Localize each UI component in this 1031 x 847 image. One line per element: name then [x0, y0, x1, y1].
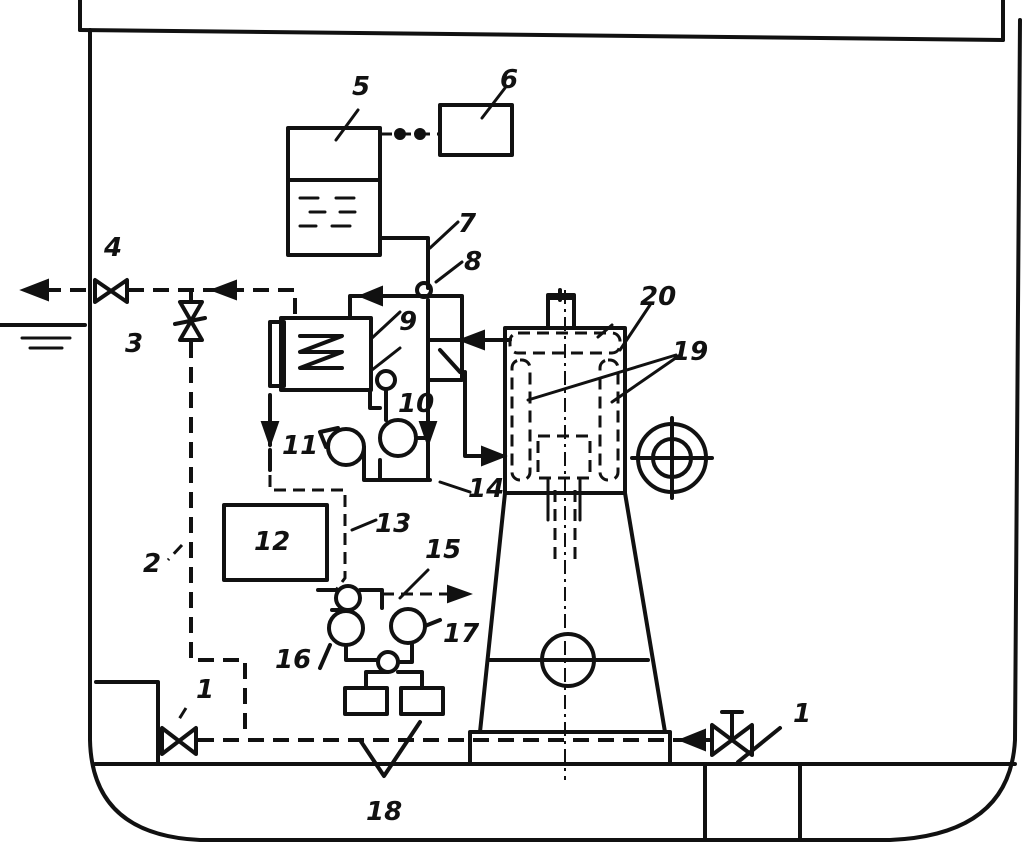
discharge-line [128, 279, 297, 318]
unit-6 [380, 86, 514, 157]
label-5: 5 [352, 72, 370, 102]
label-3: 3 [125, 329, 143, 359]
fresh-water-circuit [348, 260, 512, 494]
label-20: 20 [640, 282, 676, 312]
pump-10 [368, 369, 430, 458]
label-9: 9 [399, 307, 417, 337]
labels: 5 6 4 3 7 8 9 10 11 12 13 14 15 16 17 18… [103, 65, 811, 827]
sea-chest-left [94, 680, 198, 766]
label-6: 6 [500, 65, 518, 95]
label-11: 11 [282, 431, 318, 461]
label-7: 7 [458, 209, 477, 239]
overboard-outlet [19, 278, 129, 304]
pump-group [316, 568, 473, 778]
unit-12 [222, 475, 347, 591]
label-2: 2 [143, 549, 161, 579]
bypass-line-2 [166, 342, 247, 738]
label-13: 13 [375, 509, 411, 539]
label-16: 16 [275, 645, 311, 675]
label-1-left: 1 [196, 675, 214, 705]
label-15: 15 [425, 535, 461, 565]
line-13 [350, 518, 378, 532]
waterline [0, 323, 87, 350]
expansion-tank-5 [286, 108, 382, 257]
sea-valve-right [710, 710, 782, 764]
label-17: 17 [443, 619, 480, 649]
label-4: 4 [103, 233, 122, 263]
label-19: 19 [672, 337, 708, 367]
label-1-right: 1 [793, 699, 811, 729]
heat-exchanger-9 [268, 310, 402, 392]
valve-3 [173, 290, 207, 342]
sea-water-main [198, 728, 712, 752]
pump-11 [260, 393, 432, 482]
label-12: 12 [254, 527, 290, 557]
label-18: 18 [366, 797, 402, 827]
ship-hull [78, 0, 1022, 842]
leader-19 [526, 353, 682, 404]
label-14: 14 [468, 474, 504, 504]
label-10: 10 [398, 389, 434, 419]
pipe-7 [378, 220, 460, 290]
label-8: 8 [464, 247, 482, 277]
main-engine [468, 288, 714, 780]
